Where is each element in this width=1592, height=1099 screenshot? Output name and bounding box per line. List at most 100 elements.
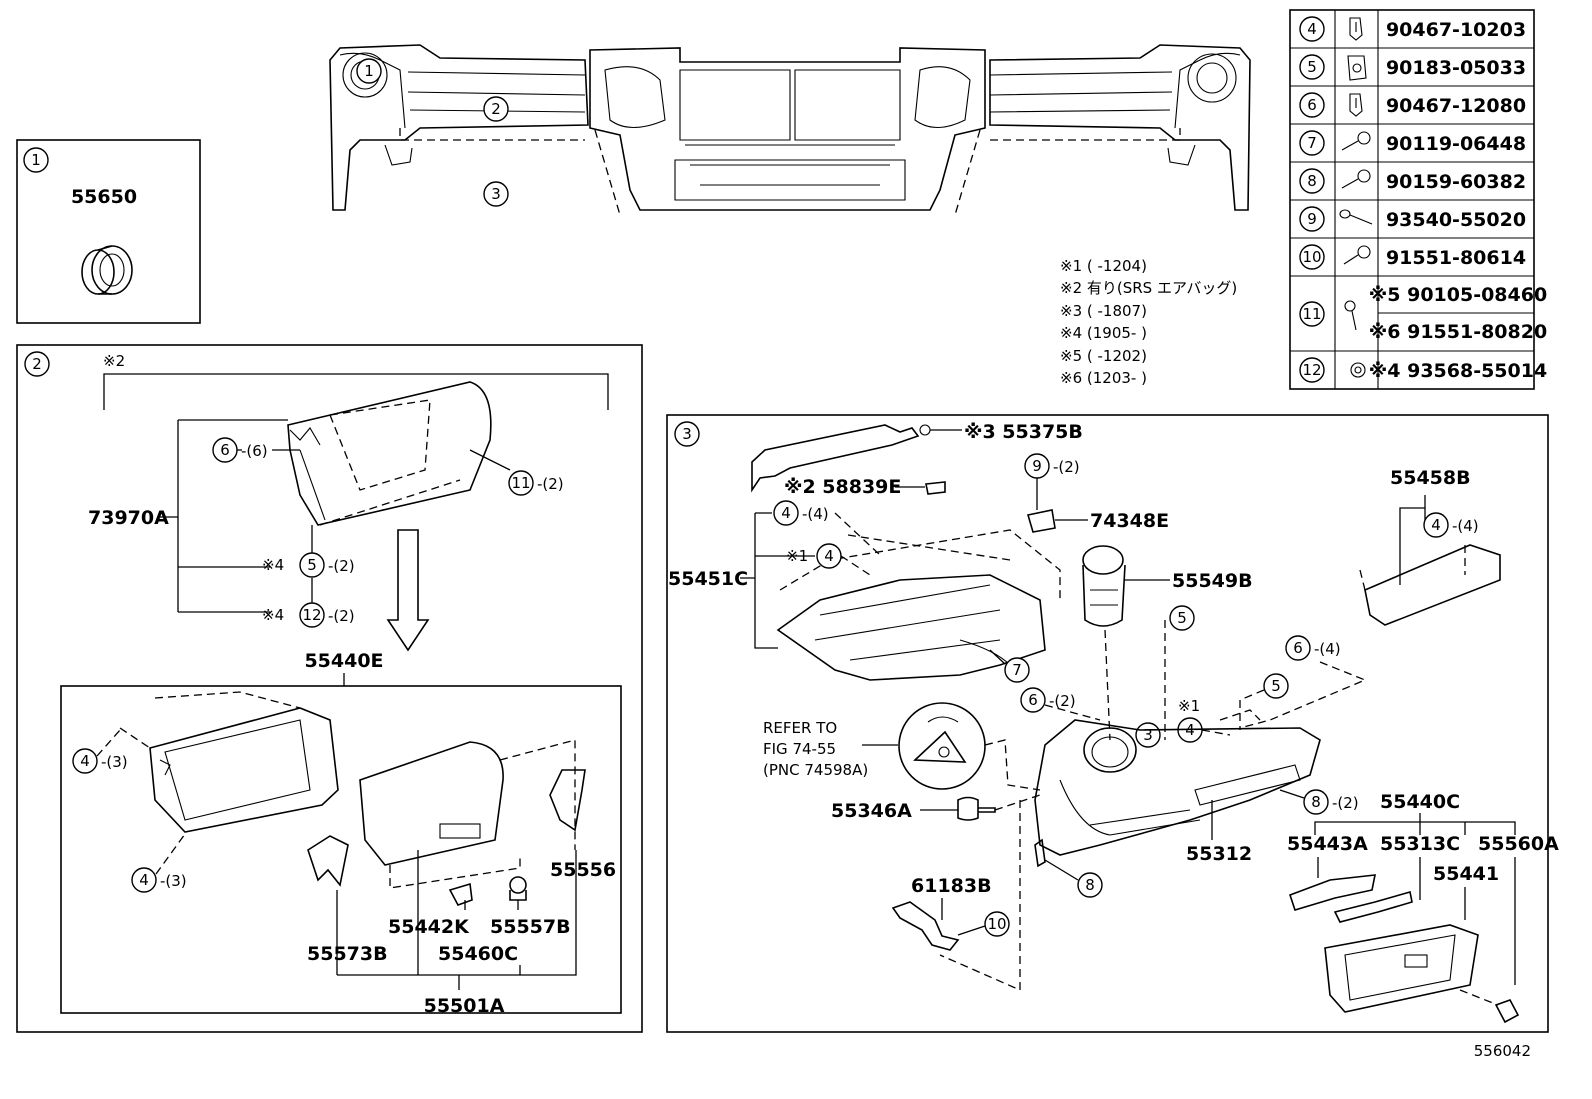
svg-text:6: 6 (1293, 639, 1303, 657)
striker-part-55557B (509, 876, 527, 901)
svg-text:4: 4 (781, 504, 791, 522)
table-row: 8 90159-60382 (1299, 168, 1526, 194)
callout-8-b: 8 (1044, 859, 1103, 898)
damper-part-55560A (1494, 999, 1520, 1024)
svg-text:※1: ※1 (1178, 697, 1200, 715)
callout-10: 10 (957, 911, 1010, 937)
notes-list: ※1 ( -1204) ※2 有り(SRS エアバッグ) ※3 ( -1807)… (1060, 257, 1237, 387)
svg-text:90183-05033: 90183-05033 (1386, 57, 1526, 79)
svg-text:※3 ( -1807): ※3 ( -1807) (1060, 302, 1147, 320)
part-55573B: 55573B (307, 943, 388, 965)
callout-1: 1 (356, 58, 382, 84)
svg-text:-(2): -(2) (328, 557, 355, 575)
svg-text:※4 93568-55014: ※4 93568-55014 (1369, 360, 1547, 382)
part-55451C: 55451C (668, 568, 748, 590)
part-55443A: 55443A (1287, 833, 1368, 855)
svg-text:5: 5 (307, 556, 317, 574)
svg-text:90467-12080: 90467-12080 (1386, 95, 1526, 117)
part-73970A: 73970A (88, 507, 169, 529)
svg-text:93540-55020: 93540-55020 (1386, 209, 1526, 231)
svg-text:12: 12 (1302, 361, 1321, 379)
svg-text:1: 1 (31, 151, 41, 169)
svg-text:91551-80614: 91551-80614 (1386, 247, 1526, 269)
airbag-label-icon (898, 702, 986, 790)
table-row: 7 90119-06448 (1299, 130, 1526, 156)
svg-text:6: 6 (1307, 96, 1317, 114)
screw-icon (1339, 209, 1373, 225)
clip-icon (1349, 17, 1363, 41)
svg-text:-(6): -(6) (241, 442, 268, 460)
detail-box-1: 1 55650 (16, 139, 201, 324)
part-74348E: 74348E (1090, 510, 1169, 532)
svg-text:-(3): -(3) (160, 872, 187, 890)
callout-11: 11 -(2) (469, 449, 564, 496)
part-55549B: 55549B (1172, 570, 1253, 592)
svg-text:8: 8 (1311, 793, 1321, 811)
svg-text:90119-06448: 90119-06448 (1386, 133, 1526, 155)
svg-text:※4 (1905- ): ※4 (1905- ) (1060, 324, 1147, 342)
hinge-bar-part-55443A (1288, 874, 1376, 911)
svg-text:7: 7 (1012, 661, 1022, 679)
svg-text:11: 11 (1302, 305, 1321, 323)
svg-text:4: 4 (80, 752, 90, 770)
detail-box-3: 3 ※3 55375B ※2 58839E 9 -(2) 74348E 5545… (666, 414, 1559, 1033)
callout-4-upper: 4 -(3) (72, 729, 128, 774)
svg-text:12: 12 (302, 606, 321, 624)
detail-box-2: 2 ※2 6 -(6) 11 -(2) 73970A ※4 (16, 344, 643, 1033)
screw-icon (1341, 131, 1371, 151)
svg-text:10: 10 (987, 915, 1006, 933)
svg-text:4: 4 (824, 547, 834, 565)
callout-2: 2 (483, 96, 509, 122)
svg-text:-(3): -(3) (101, 753, 128, 771)
part-55560A: 55560A (1478, 833, 1559, 855)
svg-text:※6 91551-80820: ※6 91551-80820 (1369, 321, 1547, 343)
svg-text:※2 有り(SRS エアバッグ): ※2 有り(SRS エアバッグ) (1060, 279, 1237, 297)
svg-text:9: 9 (1307, 210, 1317, 228)
svg-text:4: 4 (1431, 516, 1441, 534)
svg-text:6: 6 (1028, 691, 1038, 709)
callout-5: ※4 5 -(2) (262, 525, 355, 578)
svg-text:5: 5 (1307, 58, 1317, 76)
svg-text:90159-60382: 90159-60382 (1386, 171, 1526, 193)
svg-text:(PNC 74598A): (PNC 74598A) (763, 761, 868, 779)
svg-text:-(4): -(4) (1452, 517, 1479, 535)
svg-text:-(4): -(4) (1314, 640, 1341, 658)
svg-text:8: 8 (1307, 172, 1317, 190)
svg-text:-(2): -(2) (1053, 458, 1080, 476)
callout-6-b: 6 -(2) (1020, 687, 1101, 721)
arrow-down-icon (386, 529, 430, 652)
clip-icon (1349, 93, 1363, 117)
airbag-door-part (287, 381, 492, 526)
bolt-icon (1343, 245, 1371, 265)
svg-text:2: 2 (491, 100, 501, 118)
svg-text:REFER TO: REFER TO (763, 719, 837, 737)
part-55440C: 55440C (1380, 791, 1460, 813)
part-55346A: 55346A (831, 800, 912, 822)
glovebox-door-part (119, 691, 339, 833)
part-55458B: 55458B (1390, 467, 1471, 489)
part-55650: 55650 (71, 186, 137, 208)
callout-3: 3 (483, 181, 509, 207)
nut-clip-icon (1347, 55, 1367, 81)
svg-text:-(2): -(2) (328, 607, 355, 625)
hinge-part-55556 (549, 769, 586, 832)
svg-text:9: 9 (1032, 457, 1042, 475)
svg-text:5: 5 (1177, 609, 1187, 627)
table-row: 5 90183-05033 (1299, 54, 1526, 81)
screw-icon (1341, 169, 1371, 189)
svg-text:※2: ※2 (103, 352, 125, 370)
part-55501A: 55501A (424, 995, 505, 1017)
part-55442K: 55442K (388, 916, 470, 938)
svg-text:7: 7 (1307, 134, 1317, 152)
svg-text:3: 3 (1143, 726, 1153, 744)
glovebox-part-55441 (1324, 924, 1479, 1013)
part-55556: 55556 (550, 859, 616, 881)
bracket-part-55573B (307, 835, 349, 887)
instrument-panel-assembly (329, 44, 1251, 216)
svg-text:5: 5 (1271, 677, 1281, 695)
svg-text:90467-10203: 90467-10203 (1386, 19, 1526, 41)
svg-text:8: 8 (1085, 876, 1095, 894)
svg-text:※5 ( -1202): ※5 ( -1202) (1060, 347, 1147, 365)
hinge-bar-part-55313C (1333, 890, 1413, 923)
part-55313C: 55313C (1380, 833, 1460, 855)
